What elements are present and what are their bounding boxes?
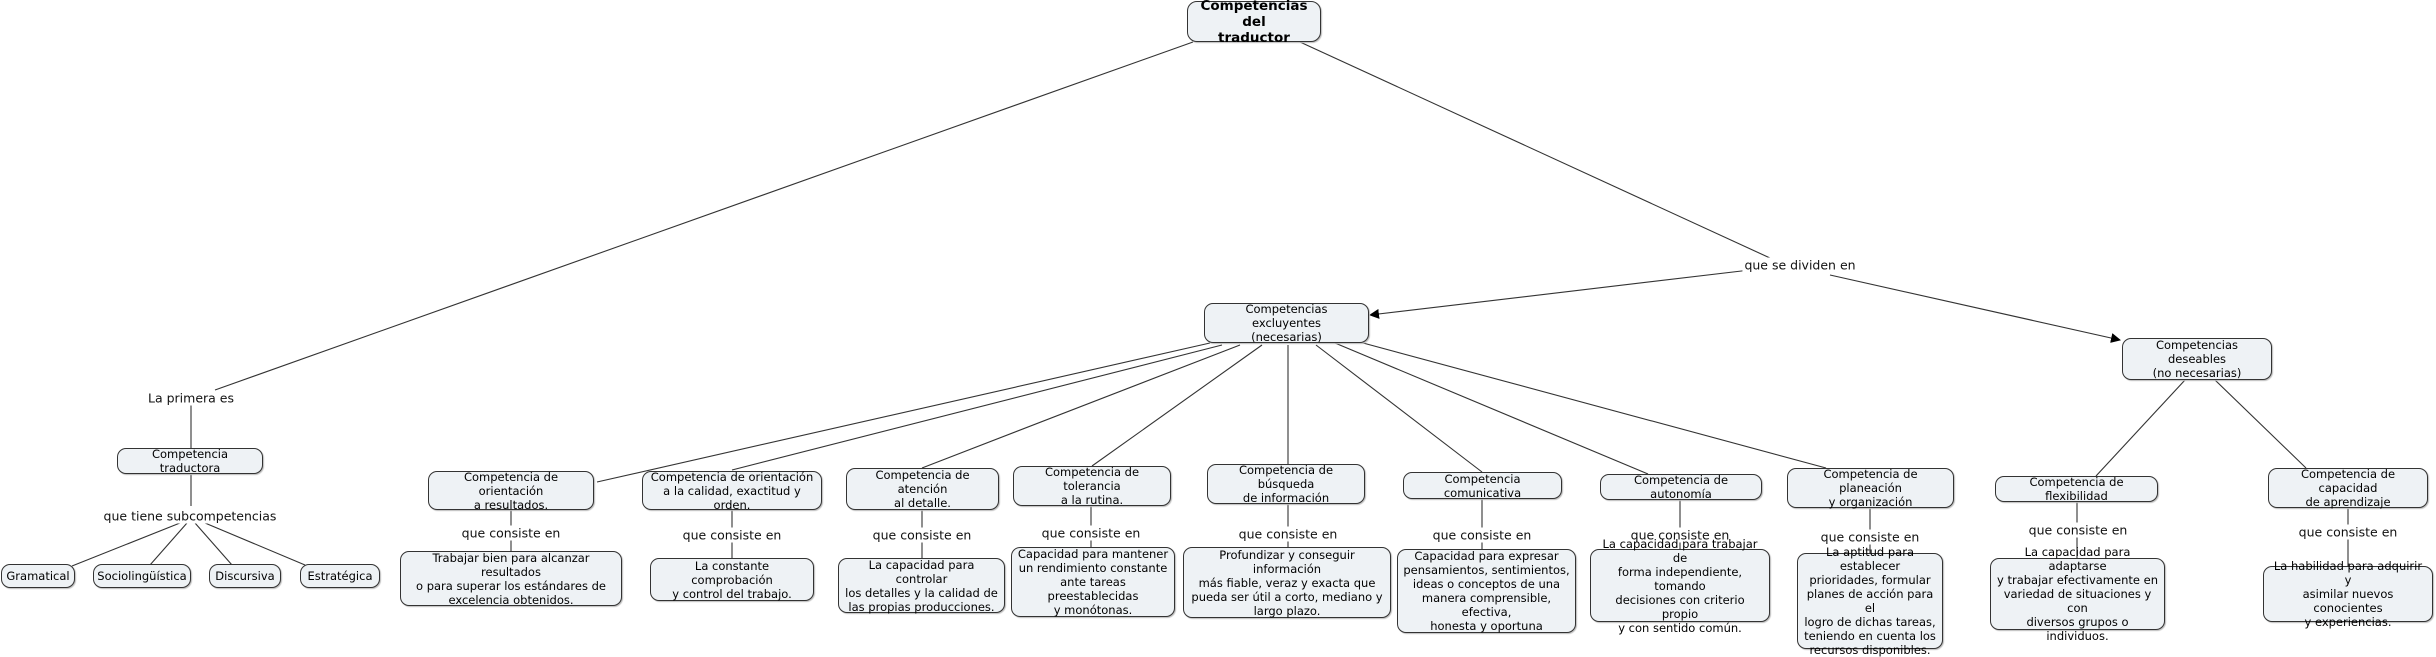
edge-des-c9 (2095, 379, 2186, 477)
edge-excl-c3 (921, 344, 1241, 469)
node-c9-flexibilidad[interactable]: Competencia de flexibilidad (1995, 475, 2158, 503)
edge-root-primera (214, 41, 1194, 391)
label-primera: La primera es (146, 390, 236, 406)
node-d2: La constante comprobación y control del … (650, 558, 814, 601)
node-c8-planeacion-organizacion[interactable]: Competencia de planeación y organización (1787, 467, 1954, 509)
edge-excl-c7 (1334, 342, 1649, 475)
node-c2-orientacion-calidad[interactable]: Competencia de orientación a la calidad,… (642, 470, 822, 512)
node-discursiva[interactable]: Discursiva (209, 564, 281, 588)
node-d10: La habilidad para adquirir y asimilar nu… (2263, 559, 2433, 629)
edge-root-dividen (1299, 41, 1771, 259)
node-d6: Capacidad para expresar pensamientos, se… (1397, 549, 1576, 633)
edge-excl-c2 (731, 344, 1223, 471)
label-consiste-8: que consiste en (1818, 529, 1922, 545)
label-consiste-10: que consiste en (2296, 524, 2400, 540)
edge-des-c10 (2214, 379, 2307, 469)
label-consiste-5: que consiste en (1236, 526, 1340, 542)
node-competencias-deseables[interactable]: Competencias deseables (no necesarias) (2122, 338, 2272, 380)
edge-subcomp-socioling (149, 522, 188, 566)
edge-excl-c1 (596, 342, 1211, 483)
edge-subcomp-discursiva (194, 522, 233, 566)
edge-excl-c4 (1091, 344, 1263, 467)
label-consiste-9: que consiste en (2026, 522, 2130, 538)
node-competencias-excluyentes[interactable]: Competencias excluyentes (necesarias) (1204, 302, 1369, 344)
node-d9: La capacidad para adaptarse y trabajar e… (1990, 545, 2165, 643)
edge-subcomp-gramatical (71, 522, 181, 567)
edge-subcomp-estrategica (204, 522, 306, 566)
edge-excl-c6 (1315, 344, 1483, 473)
node-d8: La aptitud para establecer prioridades, … (1797, 545, 1943, 657)
label-consiste-4: que consiste en (1039, 525, 1143, 541)
node-c4-tolerancia-rutina[interactable]: Competencia de tolerancia a la rutina. (1013, 465, 1171, 507)
node-c6-comunicativa[interactable]: Competencia comunicativa (1403, 472, 1562, 500)
node-root[interactable]: Competencias del traductor (1187, 0, 1321, 46)
label-consiste-7: que consiste en (1628, 527, 1732, 543)
node-d5: Profundizar y conseguir información más … (1183, 547, 1391, 618)
label-consiste-6: que consiste en (1430, 527, 1534, 543)
node-c10-capacidad-aprendizaje[interactable]: Competencia de capacidad de aprendizaje (2268, 467, 2428, 509)
edge-dividen-excluyentes (1369, 269, 1751, 319)
label-dividen: que se dividen en (1742, 257, 1858, 273)
node-d4: Capacidad para mantener un rendimiento c… (1011, 547, 1175, 617)
node-competencia-traductora[interactable]: Competencia traductora (117, 447, 263, 475)
node-c7-autonomia[interactable]: Competencia de autonomía (1600, 473, 1762, 501)
label-consiste-1: que consiste en (459, 525, 563, 541)
node-d1: Trabajar bien para alcanzar resultados o… (400, 551, 622, 607)
node-d3: La capacidad para controlar los detalles… (838, 558, 1005, 614)
node-c5-busqueda-informacion[interactable]: Competencia de búsqueda de información (1207, 463, 1365, 505)
edge-dividen-deseables (1829, 274, 2121, 343)
edge-excl-c8 (1351, 339, 1827, 469)
label-consiste-3: que consiste en (870, 527, 974, 543)
node-d7: La capacidad para trabajar de forma inde… (1590, 537, 1770, 635)
node-c3-atencion-detalle[interactable]: Competencia de atención al detalle. (846, 468, 999, 510)
label-consiste-2: que consiste en (680, 527, 784, 543)
node-estrategica[interactable]: Estratégica (300, 564, 380, 588)
node-sociolinguistica[interactable]: Sociolingüística (93, 564, 191, 588)
node-gramatical[interactable]: Gramatical (1, 564, 75, 588)
label-subcompetencias: que tiene subcompetencias (101, 508, 279, 524)
node-c1-orientacion-resultados[interactable]: Competencia de orientación a resultados. (428, 470, 594, 512)
